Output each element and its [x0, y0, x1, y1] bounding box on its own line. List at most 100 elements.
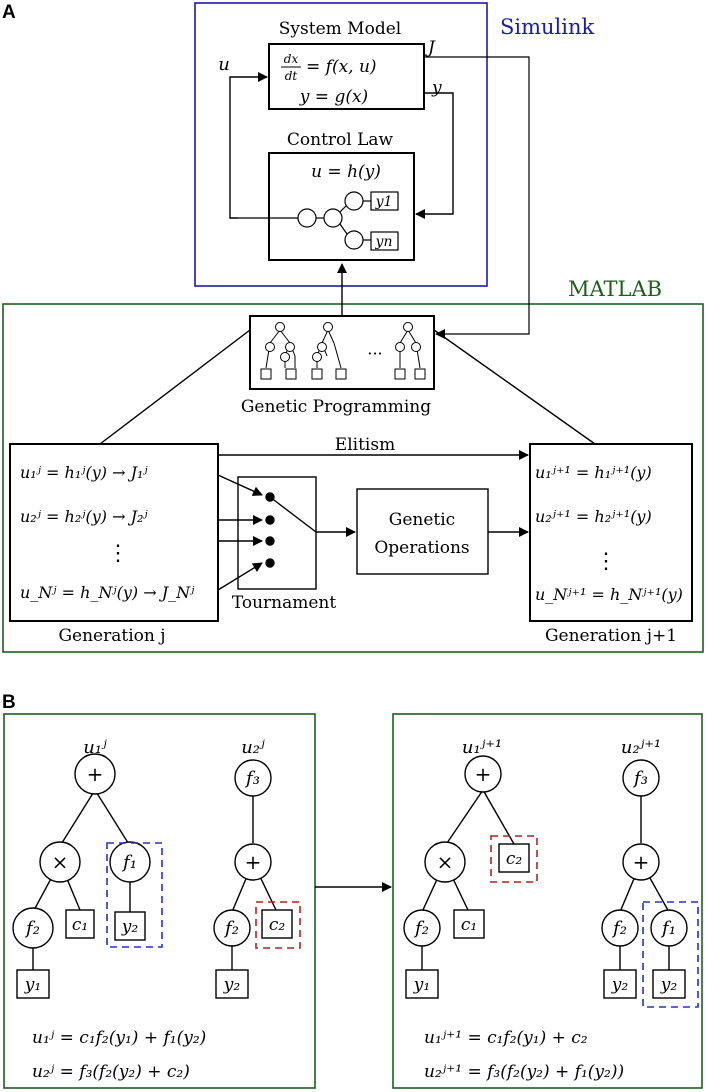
control-law-title: Control Law: [287, 130, 394, 150]
j-signal-arrow: [424, 56, 530, 339]
gen-j1-vdots: ⋮: [595, 549, 617, 574]
elitism-label: Elitism: [335, 435, 395, 455]
matlab-label: MATLAB: [568, 277, 662, 301]
right-node-plus: [464, 755, 502, 793]
left-node-y2b-text: y₂: [223, 975, 241, 995]
left-node-f3: [234, 759, 272, 797]
cl-node-1: [297, 208, 317, 228]
right-node-f1-text: f₁: [660, 918, 676, 939]
y-signal-arrow: [415, 92, 454, 219]
cl-leaf-yn: [370, 231, 399, 251]
genetic-ops-line1: Genetic: [389, 510, 455, 530]
left-tree1-edges: [32, 789, 131, 970]
tournament-box: [237, 476, 317, 590]
right-node-c2-text: c₂: [506, 849, 523, 869]
right-node-f2-text: f₂: [413, 918, 429, 939]
left-node-y1-text: y₁: [24, 975, 41, 995]
cl-node-4: [344, 230, 364, 250]
left-node-f1: [109, 841, 151, 883]
right-node-c1-text: c₁: [461, 915, 477, 935]
left-node-c2-text: c₂: [269, 915, 286, 935]
right-node-times: [424, 841, 466, 883]
right-node-y2: [603, 969, 637, 999]
panel-b-right-box: [392, 713, 703, 1089]
right-blue-dashed-highlight: [642, 901, 699, 1008]
right-node-f2b-text: f₂: [611, 918, 627, 939]
left-node-c1-text: c₁: [72, 915, 88, 935]
gp-ellipsis: ···: [367, 344, 382, 363]
dt-denominator: dt: [285, 69, 298, 83]
generation-j-box: [9, 443, 219, 622]
right-node-y2b-text: y₂: [660, 975, 678, 995]
right-node-times-text: ×: [437, 850, 454, 874]
system-eq1-rhs: = f(x, u): [306, 57, 377, 77]
panel-b-label: B: [2, 692, 16, 713]
right-node-f3-text: f₃: [632, 768, 648, 789]
gp-to-gen-j1-line: [433, 329, 596, 445]
left-node-plus: [74, 753, 116, 795]
right-equation-2: u₂ʲ⁺¹ = f₃(f₂(y₂) + f₁(y₂)): [424, 1062, 624, 1082]
left-equation-2: u₂ʲ = f₃(f₂(y₂) + c₂): [32, 1062, 190, 1082]
generation-j-caption: Generation j: [58, 626, 165, 646]
left-node-y1: [16, 969, 50, 999]
left-node-plus-text: +: [87, 762, 104, 786]
left-node-f2-text: f₂: [24, 918, 40, 939]
panel-a-label: A: [2, 2, 16, 23]
generation-j1-caption: Generation j+1: [545, 626, 677, 646]
right-node-y2b: [652, 969, 686, 999]
left-node-y2b: [215, 969, 249, 999]
matlab-box: [2, 303, 704, 653]
left-node-f1-text: f₁: [121, 852, 137, 873]
cl-leaf-yn-text: yn: [375, 234, 393, 250]
left-red-dashed-highlight: [255, 901, 301, 949]
left-node-f2b: [213, 909, 251, 947]
genetic-operations-box: [356, 488, 489, 575]
j-signal-label: J: [425, 38, 436, 58]
simulink-box: [194, 2, 488, 287]
right-node-f2: [403, 909, 441, 947]
gen-j1-row-n: u_Nʲ⁺¹ = h_Nʲ⁺¹(y): [535, 585, 683, 604]
gen-j-row-1: u₁ʲ = h₁ʲ(y) → J₁ʲ: [20, 463, 148, 482]
right-tree1-label: u₁ʲ⁺¹: [462, 737, 502, 758]
left-tree1-label: u₁ʲ: [83, 737, 107, 758]
left-node-times-text: ×: [52, 850, 69, 874]
right-equation-1: u₁ʲ⁺¹ = c₁f₂(y₁) + c₂: [424, 1028, 588, 1048]
right-node-y1-text: y₁: [413, 975, 430, 995]
u-signal-label: u: [218, 54, 230, 75]
left-node-f2: [12, 907, 54, 949]
tournament-switch: [217, 474, 317, 591]
left-tree2-label: u₂ʲ: [241, 737, 265, 758]
right-node-y2-text: y₂: [611, 975, 629, 995]
cl-node-2: [323, 208, 343, 228]
left-equation-1: u₁ʲ = c₁f₂(y₁) + f₁(y₂): [32, 1028, 206, 1048]
gp-to-gen-j-line: [99, 329, 251, 445]
gen-j-row-2: u₂ʲ = h₂ʲ(y) → J₂ʲ: [20, 507, 148, 526]
right-node-plus-text: +: [475, 762, 492, 786]
gp-label: Genetic Programming: [241, 397, 431, 417]
right-node-y1: [405, 969, 439, 999]
control-law-eq: u = h(y): [311, 162, 381, 182]
right-node-c2: [498, 843, 530, 873]
u-feedback-arrow: [229, 72, 268, 219]
left-node-c2: [261, 909, 293, 939]
left-node-f2b-text: f₂: [223, 918, 239, 939]
right-tree2-label: u₂ʲ⁺¹: [621, 737, 661, 758]
right-node-plus2: [622, 843, 660, 881]
right-red-dashed-highlight: [490, 835, 538, 883]
gen-j1-row-2: u₂ʲ⁺¹ = h₂ʲ⁺¹(y): [535, 507, 652, 526]
right-node-f1: [650, 909, 688, 947]
right-node-c1: [453, 909, 485, 939]
left-node-f3-text: f₃: [244, 768, 260, 789]
generation-j1-box: [529, 443, 693, 622]
control-law-box: [268, 152, 415, 261]
y-signal-label: y: [431, 78, 442, 98]
gen-j-row-n: u_Nʲ = h_Nʲ(y) → J_Nʲ: [20, 583, 195, 602]
left-node-plus2-text: +: [245, 850, 262, 874]
cl-node-3: [344, 191, 364, 211]
simulink-label: Simulink: [500, 15, 594, 39]
cl-leaf-y1: [370, 191, 399, 211]
system-eq2: y = g(x): [299, 87, 368, 107]
left-blue-dashed-highlight: [106, 842, 163, 948]
left-node-times: [39, 841, 81, 883]
